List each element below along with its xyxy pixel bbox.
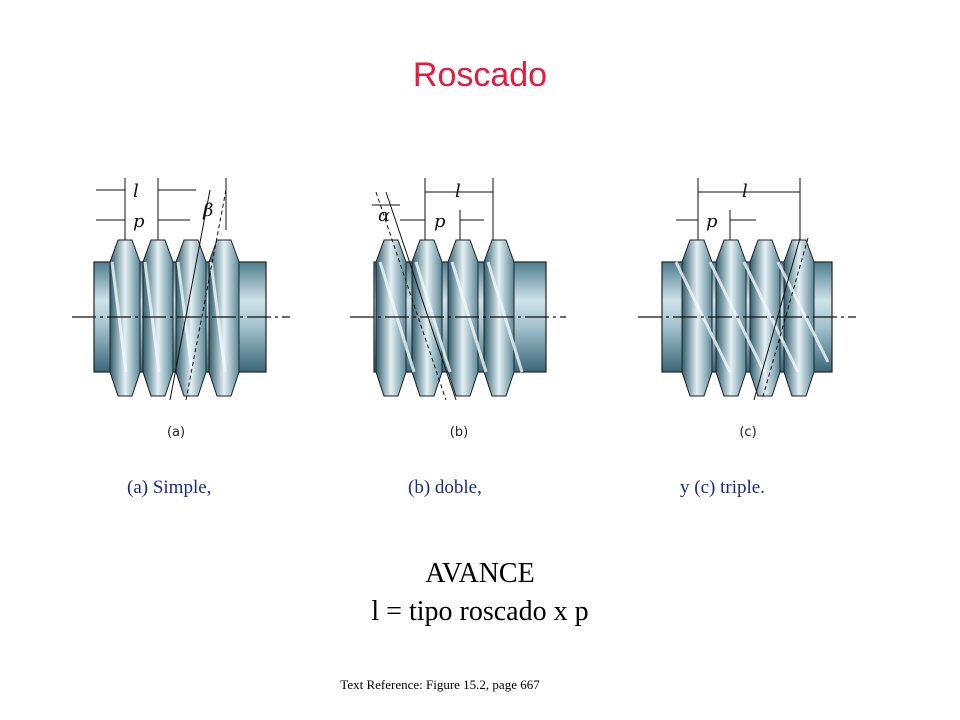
caption-double: (b) doble, xyxy=(408,477,482,498)
dim-p-a: p xyxy=(133,211,145,232)
dim-beta-a: β xyxy=(202,200,213,221)
figure-label-b: (b) xyxy=(449,425,469,440)
dim-l-a: l xyxy=(133,181,139,202)
thread-double-figure: α l p xyxy=(350,178,566,401)
dim-alpha-b: α xyxy=(378,205,390,226)
avance-heading: AVANCE xyxy=(425,558,535,589)
figure-label-c: (c) xyxy=(739,425,757,440)
dim-l-b: l xyxy=(455,181,461,202)
figure-label-a: (a) xyxy=(166,425,186,440)
slide-title: Roscado xyxy=(412,56,548,94)
lead-formula: l = tipo roscado x p xyxy=(371,596,589,627)
text-reference: Text Reference: Figure 15.2, page 667 xyxy=(340,677,540,692)
thread-single-figure: l p β xyxy=(72,178,290,401)
caption-single: (a) Simple, xyxy=(127,477,212,498)
dim-l-c: l xyxy=(742,181,748,202)
dim-p-c: p xyxy=(706,211,718,232)
thread-triple-figure: l p xyxy=(638,178,856,401)
caption-triple: y (c) triple. xyxy=(680,477,765,498)
dim-p-b: p xyxy=(434,211,446,232)
